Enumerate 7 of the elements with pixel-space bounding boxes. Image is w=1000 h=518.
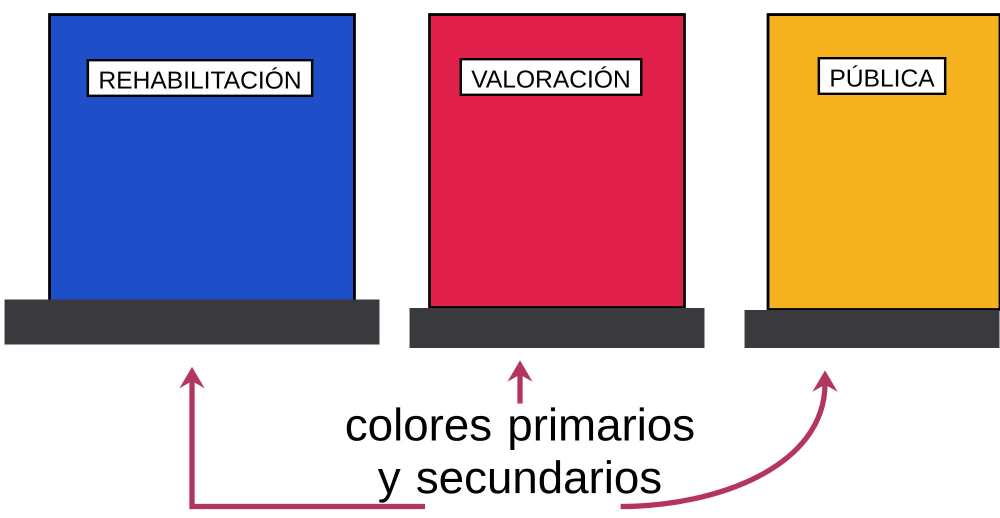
- label-box: REHABILITACIÓN: [86, 58, 314, 98]
- base-bar: [744, 310, 1000, 348]
- base-bar: [410, 308, 704, 348]
- base-bar: [4, 300, 380, 344]
- handwritten-note: colores primarios y secundarios: [346, 407, 694, 503]
- label-box: VALORACIÓN: [460, 58, 642, 96]
- label-box: PÚBLICA: [818, 56, 946, 96]
